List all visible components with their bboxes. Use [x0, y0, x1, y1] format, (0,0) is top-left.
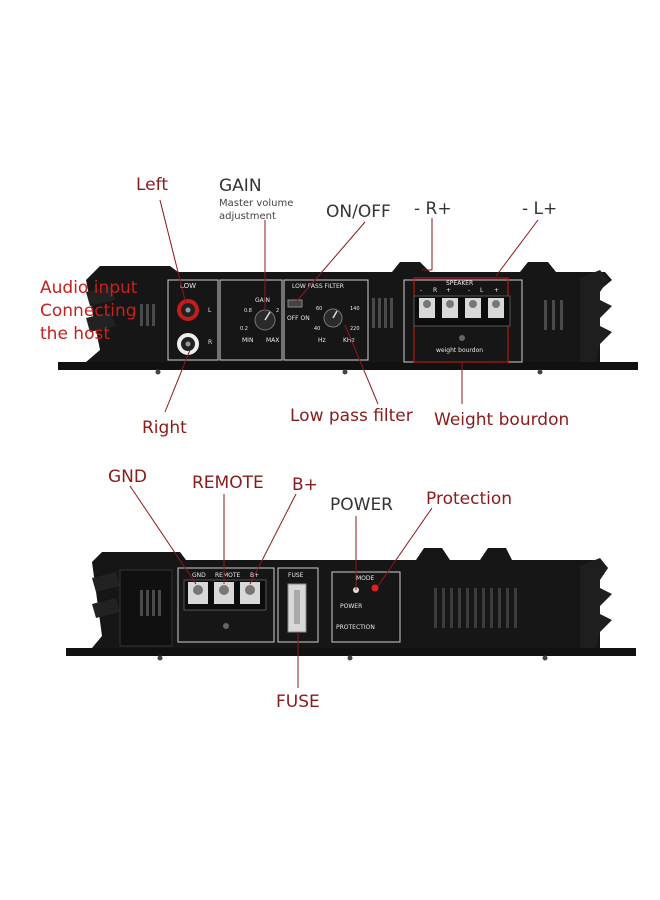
power-terminal-screws[interactable]	[188, 582, 260, 604]
svg-text:MODE: MODE	[356, 575, 375, 582]
svg-text:60: 60	[316, 306, 322, 312]
svg-text:R: R	[433, 287, 437, 294]
svg-text:GND: GND	[192, 572, 206, 579]
svg-text:PROTECTION: PROTECTION	[336, 624, 375, 631]
speaker-label: SPEAKER	[446, 280, 473, 287]
callout-gain-sub1: Master volume	[219, 198, 293, 209]
speaker-terminal-screws[interactable]	[419, 298, 504, 318]
svg-text:0.2: 0.2	[240, 326, 248, 332]
bottom-amplifier: GND REMOTE B+ FUSE MODE POWER PROTECTION	[66, 467, 636, 712]
power-terminal-panel	[177, 567, 275, 643]
svg-text:+: +	[446, 287, 451, 294]
svg-text:220: 220	[350, 326, 360, 332]
svg-text:REMOTE: REMOTE	[215, 572, 241, 579]
callout-left: Left	[136, 175, 168, 195]
svg-text:OFF ON: OFF ON	[287, 315, 310, 322]
callout-power: POWER	[330, 495, 393, 515]
callout-fuse: FUSE	[276, 692, 320, 712]
gain-label: GAIN	[255, 297, 270, 304]
svg-text:Hz: Hz	[318, 337, 326, 344]
callout-right: Right	[142, 418, 187, 438]
svg-text:-: -	[420, 287, 422, 294]
low-label: LOW	[180, 282, 196, 290]
callout-connecting: Connecting	[40, 301, 137, 321]
mode-panel	[331, 571, 401, 643]
callout-weight-bourdon: Weight bourdon	[434, 410, 569, 430]
svg-text:FUSE: FUSE	[288, 572, 304, 579]
weight-bourdon-label: weight bourdon	[436, 347, 483, 354]
lpf-switch[interactable]	[287, 299, 303, 308]
svg-text:MIN: MIN	[242, 337, 253, 344]
callout-audio-input: Audio input	[40, 278, 138, 298]
svg-text:40: 40	[314, 326, 320, 332]
channel-r-label: R	[208, 339, 212, 346]
svg-text:-: -	[468, 287, 470, 294]
svg-text:+: +	[494, 287, 499, 294]
callout-gain-sub2: adjustment	[219, 211, 276, 222]
svg-text:0.8: 0.8	[244, 308, 252, 314]
gain-panel	[219, 279, 283, 361]
lpf-label: LOW PASS FILTER	[292, 283, 344, 290]
callout-gnd: GND	[108, 467, 147, 487]
top-amplifier: LOW L R GAIN 0.8 0.2 2 MIN MAX LOW PASS …	[40, 175, 638, 438]
callout-r-plus: - R+	[414, 199, 452, 219]
callout-gain: GAIN	[219, 176, 262, 196]
svg-text:L: L	[480, 287, 484, 294]
svg-text:KHz: KHz	[343, 337, 355, 344]
svg-text:140: 140	[350, 306, 360, 312]
callout-on-off: ON/OFF	[326, 202, 391, 222]
svg-text:POWER: POWER	[340, 603, 362, 610]
channel-l-label: L	[208, 307, 212, 314]
svg-text:MAX: MAX	[266, 337, 279, 344]
low-input-panel	[167, 279, 219, 361]
callout-bplus: B+	[292, 475, 318, 495]
svg-text:2: 2	[276, 308, 279, 314]
callout-low-pass-filter: Low pass filter	[290, 406, 413, 426]
callout-l-plus: - L+	[522, 199, 557, 219]
protection-led	[371, 584, 379, 592]
callout-protection: Protection	[426, 489, 512, 509]
low-pass-filter-panel	[283, 279, 369, 361]
callout-remote: REMOTE	[192, 473, 264, 493]
callout-the-host: the host	[40, 324, 110, 344]
